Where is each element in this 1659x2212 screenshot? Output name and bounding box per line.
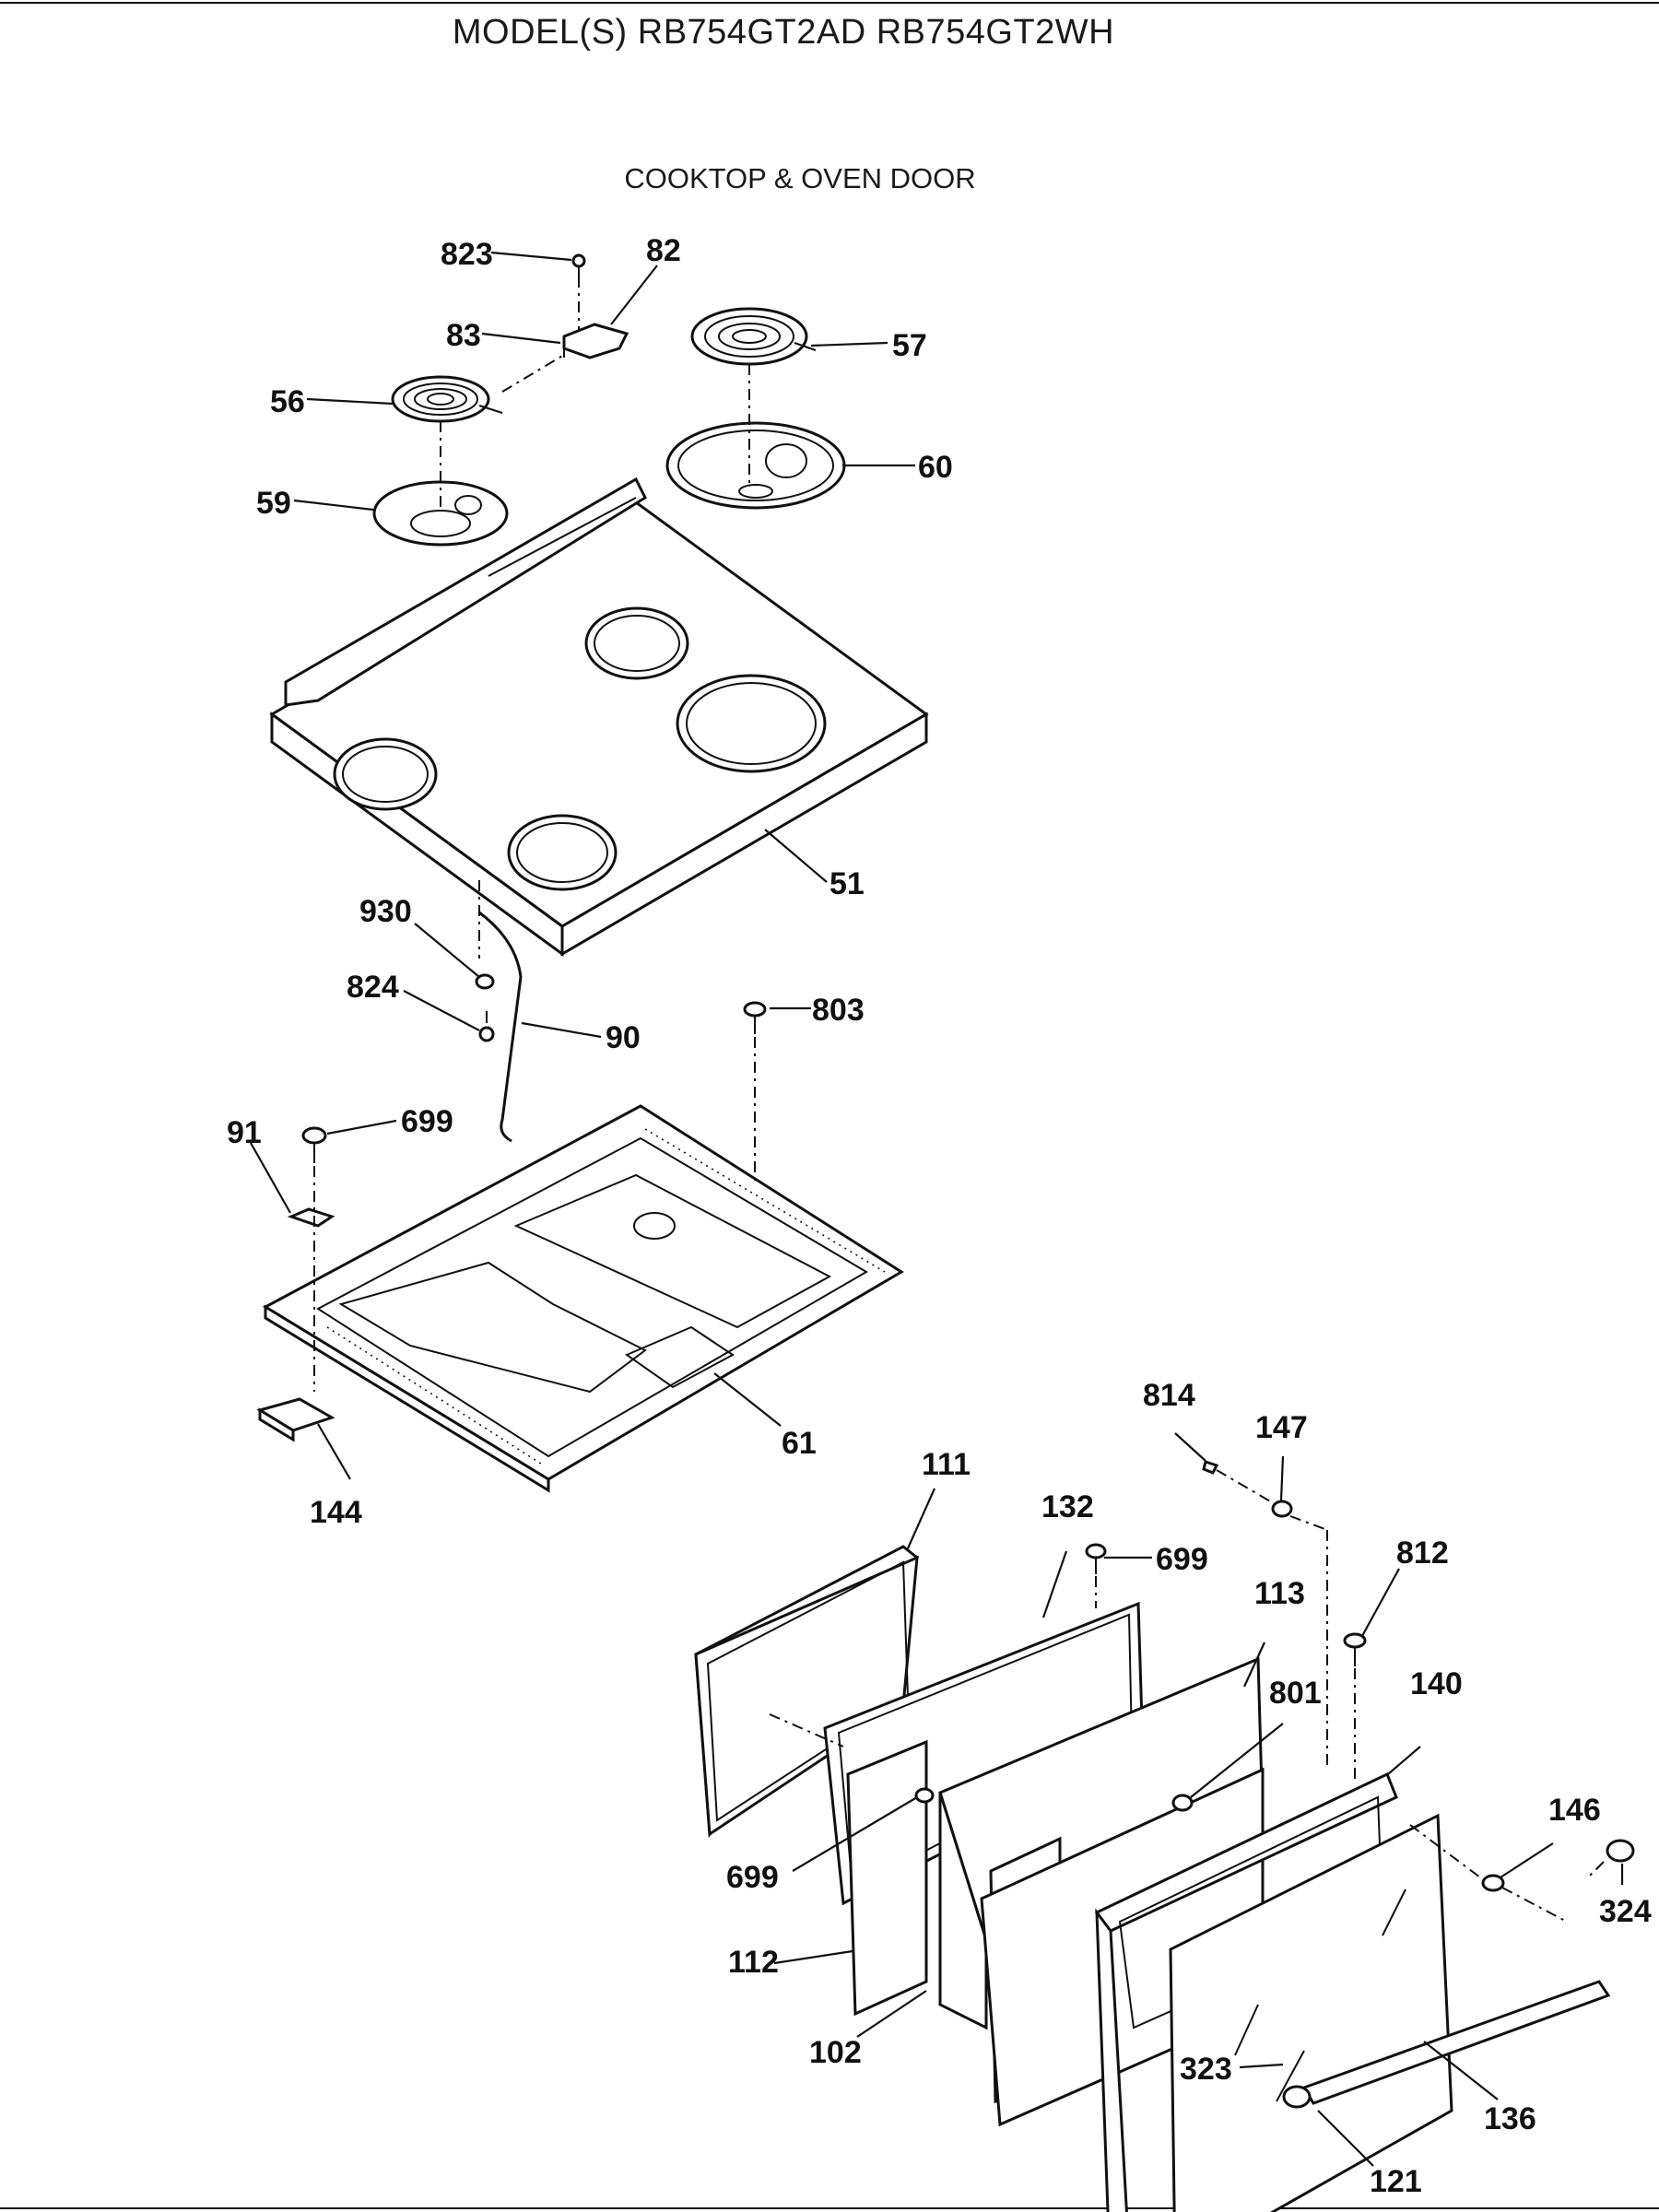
part-label-146: 146 (1548, 1793, 1601, 1828)
endcap-323 (1282, 2085, 1312, 2109)
cooktop-part (269, 477, 929, 957)
screw-803 (743, 1001, 767, 1034)
part-labels: 823 82 83 57 56 60 59 51 930 824 90 803 … (227, 233, 1652, 2199)
part-label-823: 823 (441, 237, 493, 272)
part-label-812: 812 (1396, 1535, 1449, 1571)
washer-147-line (1289, 1515, 1328, 1531)
large-surface-element (690, 307, 817, 366)
part-label-83: 83 (446, 318, 481, 353)
part-label-51: 51 (830, 866, 865, 901)
part-label-59: 59 (256, 486, 291, 521)
screw-814-alignment-line (1216, 1469, 1273, 1503)
part-label-60: 60 (918, 450, 953, 485)
part-label-699-door-side: 699 (726, 1860, 779, 1895)
terminal-block (562, 323, 629, 359)
leader-lines (250, 251, 1624, 2167)
part-label-136: 136 (1484, 2101, 1536, 2136)
screw-699-door-top (1085, 1543, 1107, 1574)
gasket-line (769, 1713, 844, 1747)
screw-814 (1202, 1460, 1219, 1475)
screw-699-top (301, 1126, 327, 1163)
washer-930 (475, 973, 495, 990)
part-label-699-top: 699 (401, 1104, 453, 1139)
screw-801 (1171, 1794, 1194, 1812)
part-label-803: 803 (812, 993, 865, 1028)
large-drip-pan (665, 421, 846, 510)
part-label-102: 102 (809, 2035, 862, 2070)
section-title: COOKTOP & OVEN DOOR (624, 162, 976, 194)
part-label-121: 121 (1370, 2164, 1422, 2199)
part-label-112: 112 (728, 1945, 779, 1980)
part-label-824: 824 (347, 970, 399, 1005)
endcap-324-line (1589, 1861, 1605, 1877)
part-label-91: 91 (227, 1115, 262, 1150)
part-label-82: 82 (646, 233, 681, 268)
endcap-146-line-2 (1501, 1887, 1568, 1923)
part-label-57: 57 (892, 328, 927, 363)
part-label-113: 113 (1254, 1576, 1305, 1611)
part-label-699-door-top: 699 (1156, 1542, 1208, 1577)
part-label-324: 324 (1599, 1894, 1652, 1929)
screw-699-door-side (914, 1787, 935, 1804)
screw-812 (1343, 1632, 1367, 1666)
wire-56-line (501, 354, 565, 393)
bracket-91 (287, 1207, 335, 1228)
endcap-146-line (1409, 1824, 1485, 1881)
part-label-323: 323 (1180, 2052, 1232, 2087)
small-drip-pan (372, 480, 509, 547)
screw-824 (478, 1011, 495, 1042)
part-label-801: 801 (1269, 1676, 1322, 1711)
bracket-144 (256, 1397, 335, 1442)
part-label-56: 56 (270, 384, 305, 419)
model-title: MODEL(S) RB754GT2AD RB754GT2WH (452, 13, 1115, 52)
part-label-111: 111 (922, 1447, 971, 1482)
part-label-132: 132 (1041, 1489, 1094, 1524)
small-surface-element (391, 375, 503, 423)
part-label-90: 90 (606, 1020, 641, 1055)
part-label-140: 140 (1410, 1666, 1463, 1701)
part-label-144: 144 (310, 1495, 362, 1530)
part-label-61: 61 (782, 1426, 817, 1461)
screw-823 (571, 253, 586, 276)
endcap-146 (1481, 1874, 1505, 1892)
inner-panel-112 (846, 1739, 928, 2017)
washer-147 (1271, 1500, 1293, 1518)
wire-harness-90 (478, 911, 523, 1143)
part-label-930: 930 (359, 894, 412, 929)
main-top-panel (262, 1104, 904, 1493)
endcap-324 (1606, 1839, 1635, 1863)
part-label-147: 147 (1255, 1410, 1308, 1445)
part-label-814: 814 (1143, 1378, 1195, 1413)
door-gasket-111 (694, 1545, 920, 1839)
door-glass-121 (1169, 1813, 1453, 2212)
